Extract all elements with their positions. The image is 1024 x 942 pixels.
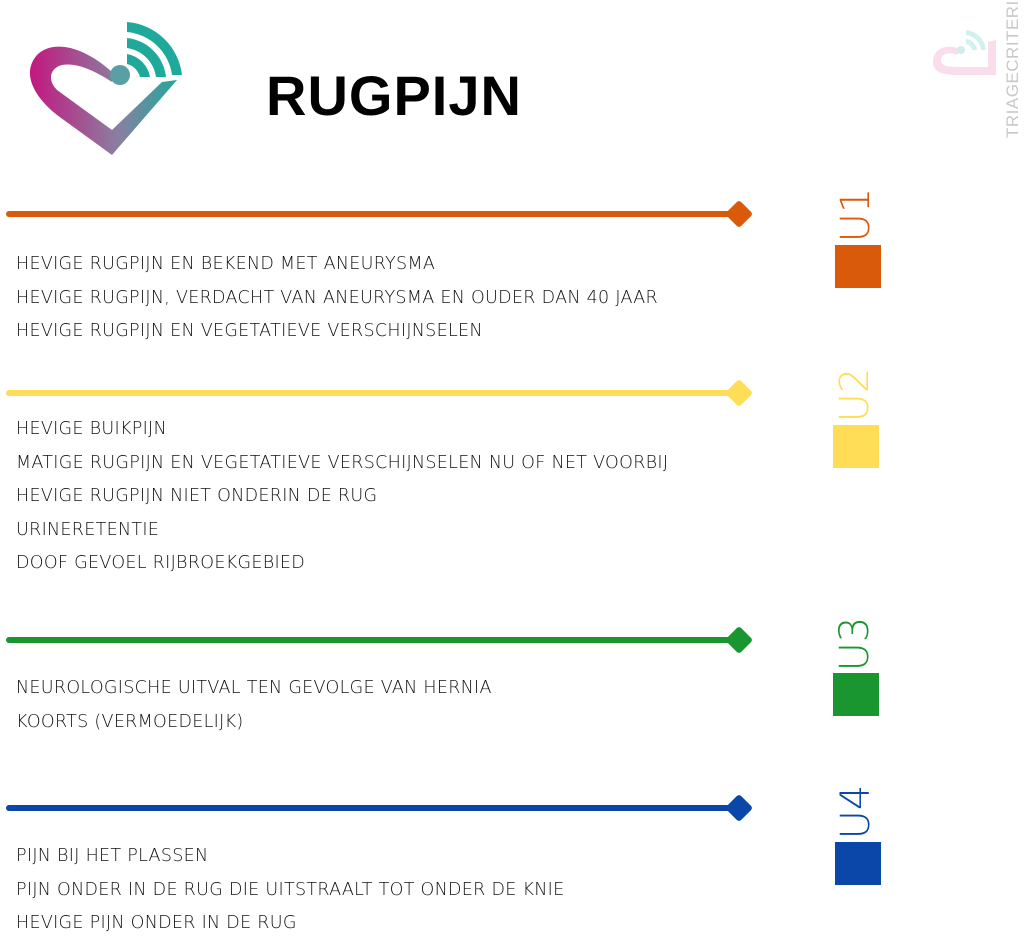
u1-label: U1 xyxy=(833,187,879,243)
criteria-item: URINERETENTIE xyxy=(16,519,160,540)
criteria-item: HEVIGE RUGPIJN EN VEGETATIEVE VERSCHIJNS… xyxy=(16,321,483,341)
u3-label: U3 xyxy=(832,616,878,672)
u3-line xyxy=(6,637,738,643)
criteria-item: PIJN ONDER IN DE RUG DIE UITSTRAALT TOT … xyxy=(16,879,565,900)
u3-diamond-icon xyxy=(724,625,754,655)
u2-square xyxy=(833,425,879,468)
u2-diamond-icon xyxy=(724,378,754,408)
u2-criteria-list: HEVIGE BUIKPIJN MATIGE RUGPIJN EN VEGETA… xyxy=(16,413,668,581)
criteria-item: NEUROLOGISCHE UITVAL TEN GEVOLGE VAN HER… xyxy=(16,678,492,698)
u1-line xyxy=(6,211,738,217)
watermark-text: TRIAGECRITERIA xyxy=(1003,0,1022,138)
criteria-item: DOOF GEVOEL RIJBROEKGEBIED xyxy=(16,553,306,573)
u1-square xyxy=(835,245,881,288)
heart-wifi-logo xyxy=(29,22,182,155)
watermark-logo xyxy=(933,30,996,75)
criteria-item: HEVIGE RUGPIJN NIET ONDERIN DE RUG xyxy=(16,486,378,506)
u1-criteria-list: HEVIGE RUGPIJN EN BEKEND MET ANEURYSMA H… xyxy=(16,248,658,349)
criteria-item: HEVIGE RUGPIJN EN BEKEND MET ANEURYSMA xyxy=(16,254,436,274)
u4-label: U4 xyxy=(833,784,879,840)
u1-diamond-icon xyxy=(724,199,754,229)
criteria-item: HEVIGE PIJN ONDER IN DE RUG xyxy=(16,913,297,933)
criteria-item: HEVIGE RUGPIJN, VERDACHT VAN ANEURYSMA E… xyxy=(16,287,658,308)
page-title: RUGPIJN xyxy=(266,64,522,127)
u4-diamond-icon xyxy=(724,793,754,823)
criteria-item: MATIGE RUGPIJN EN VEGETATIEVE VERSCHIJNS… xyxy=(16,452,669,473)
criteria-item: PIJN BIJ HET PLASSEN xyxy=(16,846,209,866)
u4-criteria-list: PIJN BIJ HET PLASSEN PIJN ONDER IN DE RU… xyxy=(16,840,564,941)
criteria-item: HEVIGE BUIKPIJN xyxy=(16,419,167,439)
u2-line xyxy=(6,390,738,396)
criteria-item: KOORTS (VERMOEDELIJK) xyxy=(16,711,244,732)
u3-criteria-list: NEUROLOGISCHE UITVAL TEN GEVOLGE VAN HER… xyxy=(16,672,492,739)
u2-label: U2 xyxy=(832,367,878,423)
u3-square xyxy=(833,673,879,716)
u4-line xyxy=(6,805,738,811)
u4-square xyxy=(835,842,881,885)
